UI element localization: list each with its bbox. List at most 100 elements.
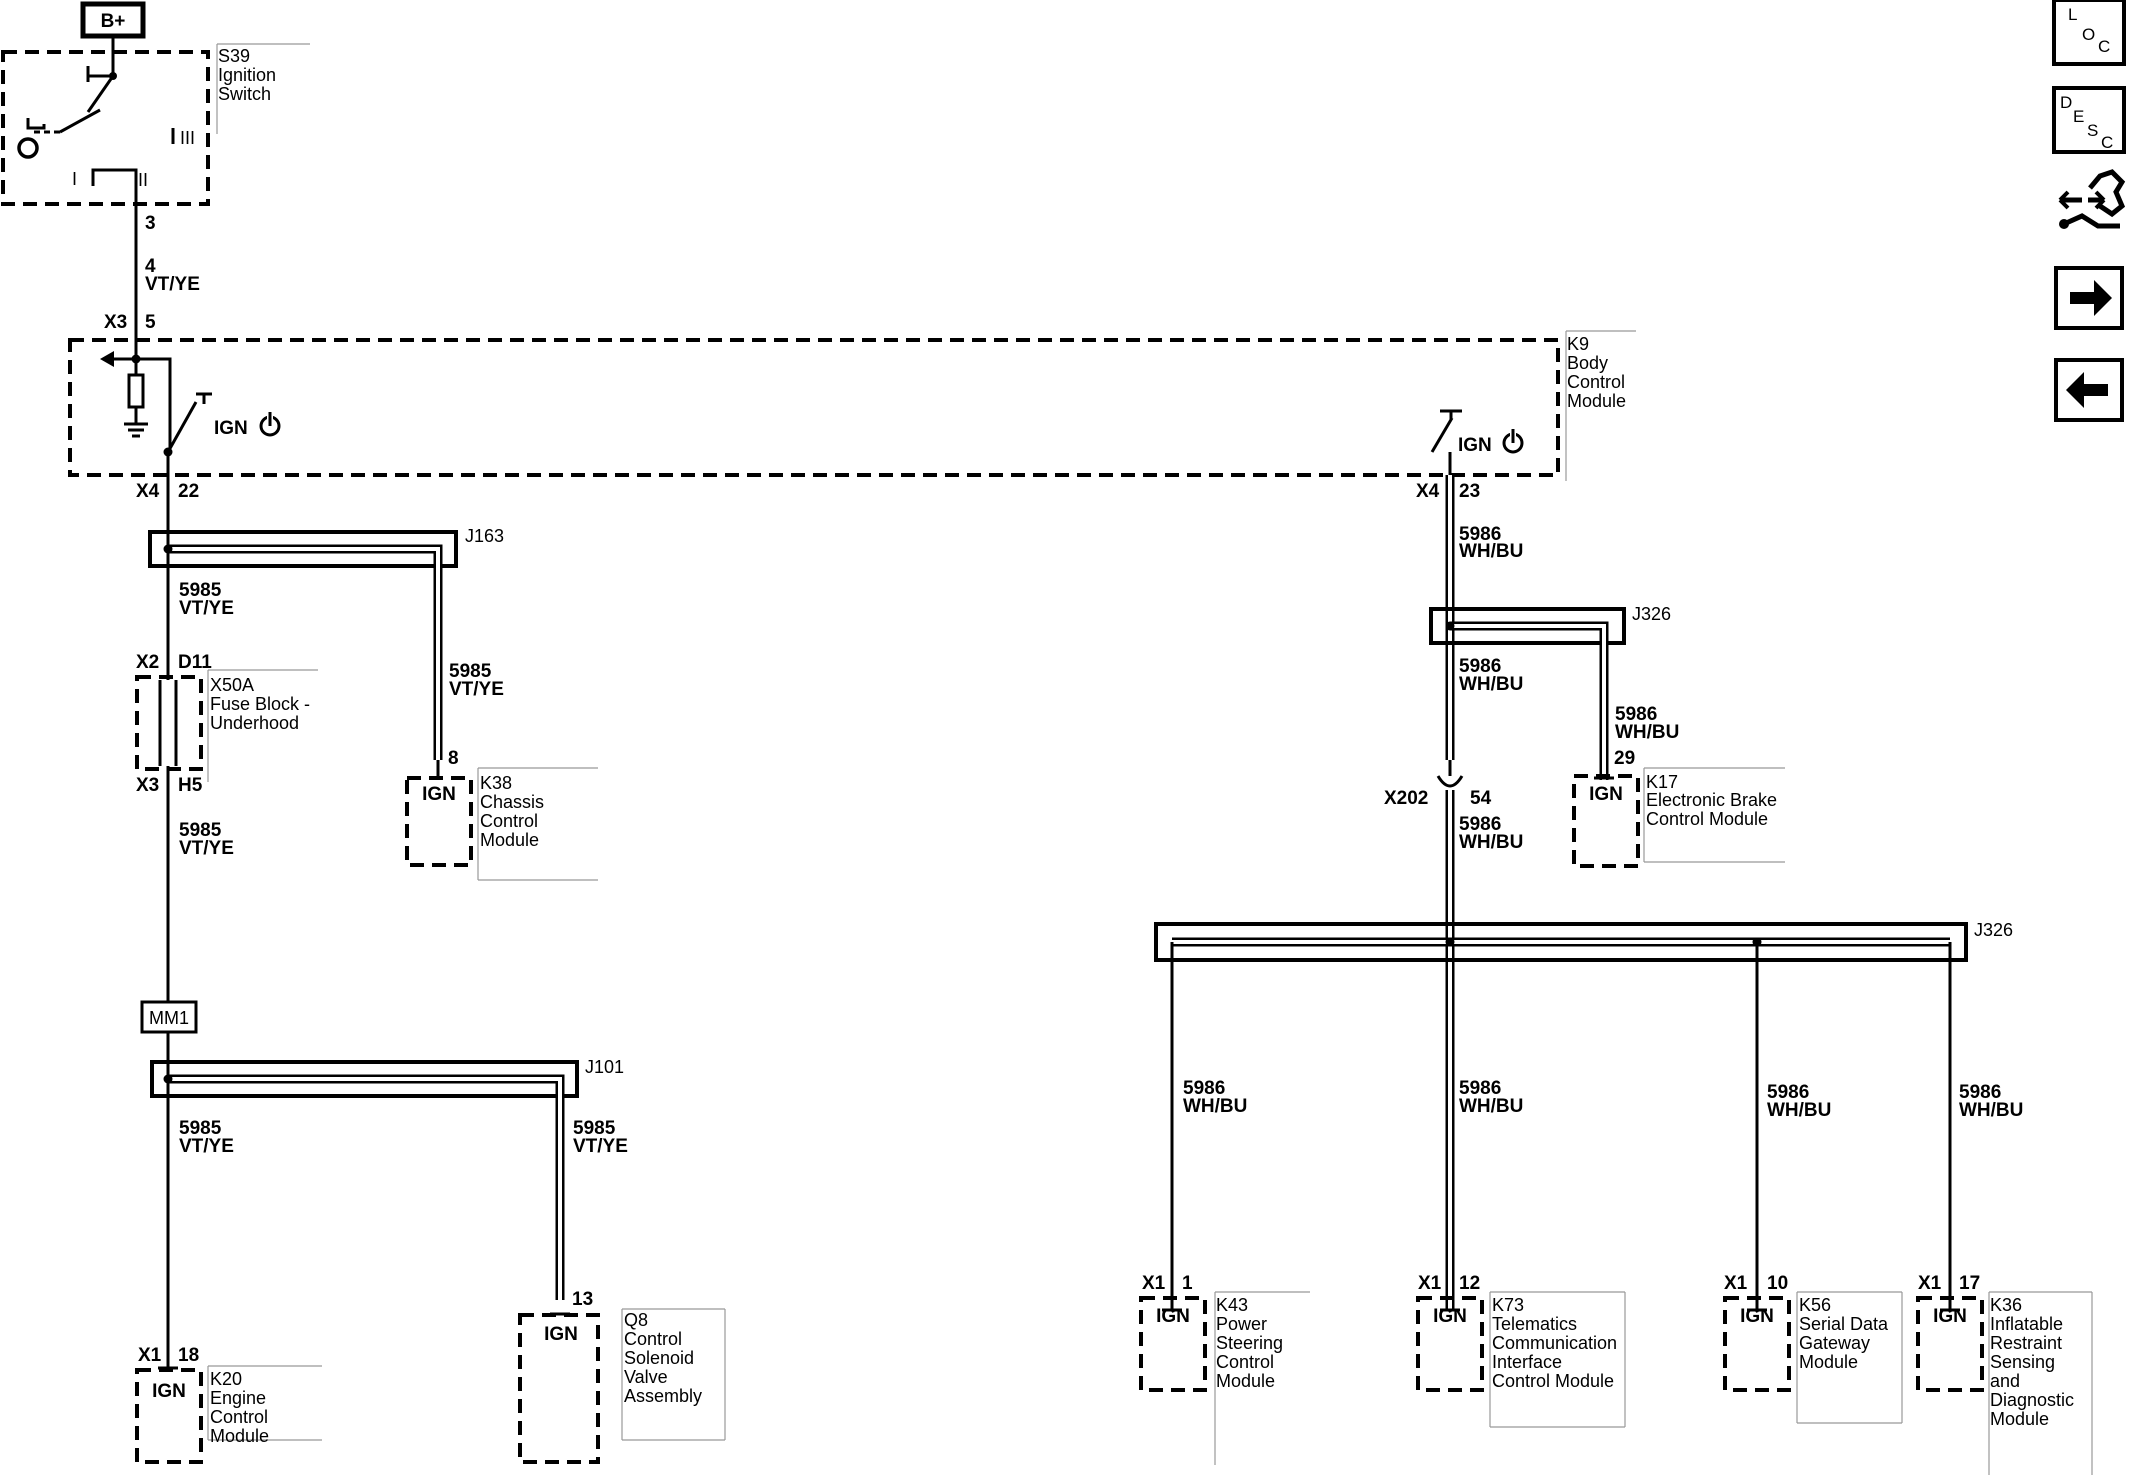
- svg-text:C: C: [2101, 133, 2113, 152]
- splice-j326-bottom: J326: [1154, 920, 2013, 1310]
- svg-text:H5: H5: [178, 775, 203, 796]
- svg-text:X3: X3: [104, 312, 127, 333]
- svg-text:5985: 5985: [179, 1118, 222, 1139]
- svg-text:Control: Control: [1567, 372, 1625, 392]
- svg-text:5: 5: [145, 312, 156, 333]
- svg-text:18: 18: [178, 1345, 199, 1366]
- svg-text:and: and: [1990, 1371, 2020, 1391]
- svg-text:3: 3: [145, 213, 156, 234]
- svg-text:VT/YE: VT/YE: [179, 1136, 234, 1157]
- svg-text:Chassis: Chassis: [480, 792, 544, 812]
- svg-text:WH/BU: WH/BU: [1459, 832, 1523, 853]
- svg-text:23: 23: [1459, 481, 1480, 502]
- svg-text:Power: Power: [1216, 1314, 1267, 1334]
- svg-text:X4: X4: [136, 481, 160, 502]
- svg-text:X4: X4: [1416, 481, 1440, 502]
- svg-text:X50A: X50A: [210, 675, 254, 695]
- svg-text:10: 10: [1767, 1273, 1788, 1294]
- svg-text:8: 8: [448, 748, 459, 769]
- svg-text:WH/BU: WH/BU: [1183, 1096, 1247, 1117]
- svg-text:Body: Body: [1567, 353, 1608, 373]
- svg-text:Module: Module: [480, 830, 539, 850]
- svg-text:Control Module: Control Module: [1492, 1371, 1614, 1391]
- electronic-brake-control-module-k17: 29 IGN K17 Electronic Brake Control Modu…: [1572, 748, 1785, 868]
- svg-text:Serial Data: Serial Data: [1799, 1314, 1889, 1334]
- svg-text:S39: S39: [218, 46, 250, 66]
- svg-text:VT/YE: VT/YE: [573, 1136, 628, 1157]
- svg-text:Sensing: Sensing: [1990, 1352, 2055, 1372]
- svg-text:Module: Module: [1567, 391, 1626, 411]
- svg-text:IGN: IGN: [544, 1324, 578, 1345]
- svg-text:X2: X2: [136, 652, 159, 673]
- svg-text:MM1: MM1: [149, 1008, 189, 1028]
- svg-text:D11: D11: [178, 652, 212, 673]
- svg-text:Control: Control: [210, 1407, 268, 1427]
- svg-text:IGN: IGN: [214, 418, 248, 439]
- svg-text:5985: 5985: [449, 661, 492, 682]
- svg-text:E: E: [2073, 107, 2084, 126]
- splice-j163: J163: [148, 526, 504, 760]
- svg-text:IGN: IGN: [1458, 435, 1492, 456]
- next-arrow-button[interactable]: [2054, 266, 2124, 330]
- ignition-switch-s39: S39 Ignition Switch I II III: [1, 43, 310, 206]
- svg-text:Control: Control: [624, 1329, 682, 1349]
- svg-text:VT/YE: VT/YE: [179, 838, 234, 859]
- svg-text:22: 22: [178, 481, 199, 502]
- svg-text:K9: K9: [1567, 334, 1589, 354]
- svg-text:4: 4: [145, 256, 156, 277]
- connector-tool-icon[interactable]: [2058, 169, 2126, 229]
- svg-text:Control: Control: [480, 811, 538, 831]
- svg-text:Module: Module: [210, 1426, 269, 1446]
- telematics-module-k73: X1 12 IGN K73 Telematics Communication I…: [1416, 1273, 1626, 1428]
- svg-text:II: II: [138, 170, 148, 190]
- svg-text:IGN: IGN: [1589, 784, 1623, 805]
- svg-text:Solenoid: Solenoid: [624, 1348, 694, 1368]
- svg-text:WH/BU: WH/BU: [1615, 722, 1679, 743]
- svg-text:X1: X1: [1418, 1273, 1442, 1294]
- svg-text:Communication: Communication: [1492, 1333, 1617, 1353]
- control-solenoid-valve-q8: 13 IGN Q8 Control Solenoid Valve Assembl…: [518, 1289, 726, 1464]
- location-button[interactable]: L O C: [2052, 0, 2126, 66]
- inflatable-restraint-module-k36: X1 17 IGN K36 Inflatable Restraint Sensi…: [1916, 1273, 2093, 1475]
- inline-connector-mm1: MM1: [140, 1000, 198, 1034]
- svg-text:VT/YE: VT/YE: [179, 598, 234, 619]
- svg-text:Fuse Block -: Fuse Block -: [210, 694, 310, 714]
- svg-text:X1: X1: [138, 1345, 162, 1366]
- svg-text:Telematics: Telematics: [1492, 1314, 1577, 1334]
- svg-text:5986: 5986: [1459, 1078, 1501, 1099]
- svg-text:S: S: [2087, 121, 2098, 140]
- svg-text:J101: J101: [585, 1057, 624, 1077]
- body-control-module-k9: K9 Body Control Module IGN IGN: [68, 330, 1636, 481]
- previous-arrow-button[interactable]: [2054, 358, 2124, 422]
- svg-text:Module: Module: [1990, 1409, 2049, 1429]
- svg-text:5986: 5986: [1459, 524, 1501, 545]
- svg-text:K17: K17: [1646, 772, 1678, 792]
- svg-text:WH/BU: WH/BU: [1767, 1100, 1831, 1121]
- svg-text:J326: J326: [1974, 920, 2013, 940]
- svg-text:Switch: Switch: [218, 84, 271, 104]
- svg-text:5986: 5986: [1459, 814, 1501, 835]
- svg-text:Gateway: Gateway: [1799, 1333, 1870, 1353]
- svg-text:WH/BU: WH/BU: [1959, 1100, 2023, 1121]
- serial-data-gateway-module-k56: X1 10 IGN K56 Serial Data Gateway Module: [1723, 1273, 1903, 1424]
- svg-text:VT/YE: VT/YE: [145, 274, 200, 295]
- svg-text:X3: X3: [136, 775, 159, 796]
- description-button[interactable]: D E S C: [2052, 86, 2126, 154]
- splice-j101: J101: [150, 1057, 624, 1300]
- engine-control-module-k20: X1 18 IGN K20 Engine Control Module: [135, 1345, 322, 1464]
- svg-text:5985: 5985: [573, 1118, 616, 1139]
- svg-text:1: 1: [1182, 1273, 1193, 1294]
- svg-text:IGN: IGN: [1156, 1306, 1190, 1327]
- svg-text:Diagnostic: Diagnostic: [1990, 1390, 2074, 1410]
- svg-text:K20: K20: [210, 1369, 242, 1389]
- svg-text:Assembly: Assembly: [624, 1386, 702, 1406]
- svg-text:WH/BU: WH/BU: [1459, 541, 1523, 562]
- svg-text:Module: Module: [1216, 1371, 1275, 1391]
- svg-text:VT/YE: VT/YE: [449, 679, 504, 700]
- svg-text:12: 12: [1459, 1273, 1480, 1294]
- svg-text:X202: X202: [1384, 788, 1428, 809]
- svg-text:5986: 5986: [1959, 1082, 2001, 1103]
- svg-text:IGN: IGN: [1433, 1306, 1467, 1327]
- chassis-control-module-k38: 8 IGN K38 Chassis Control Module: [405, 748, 598, 881]
- svg-text:5986: 5986: [1183, 1078, 1225, 1099]
